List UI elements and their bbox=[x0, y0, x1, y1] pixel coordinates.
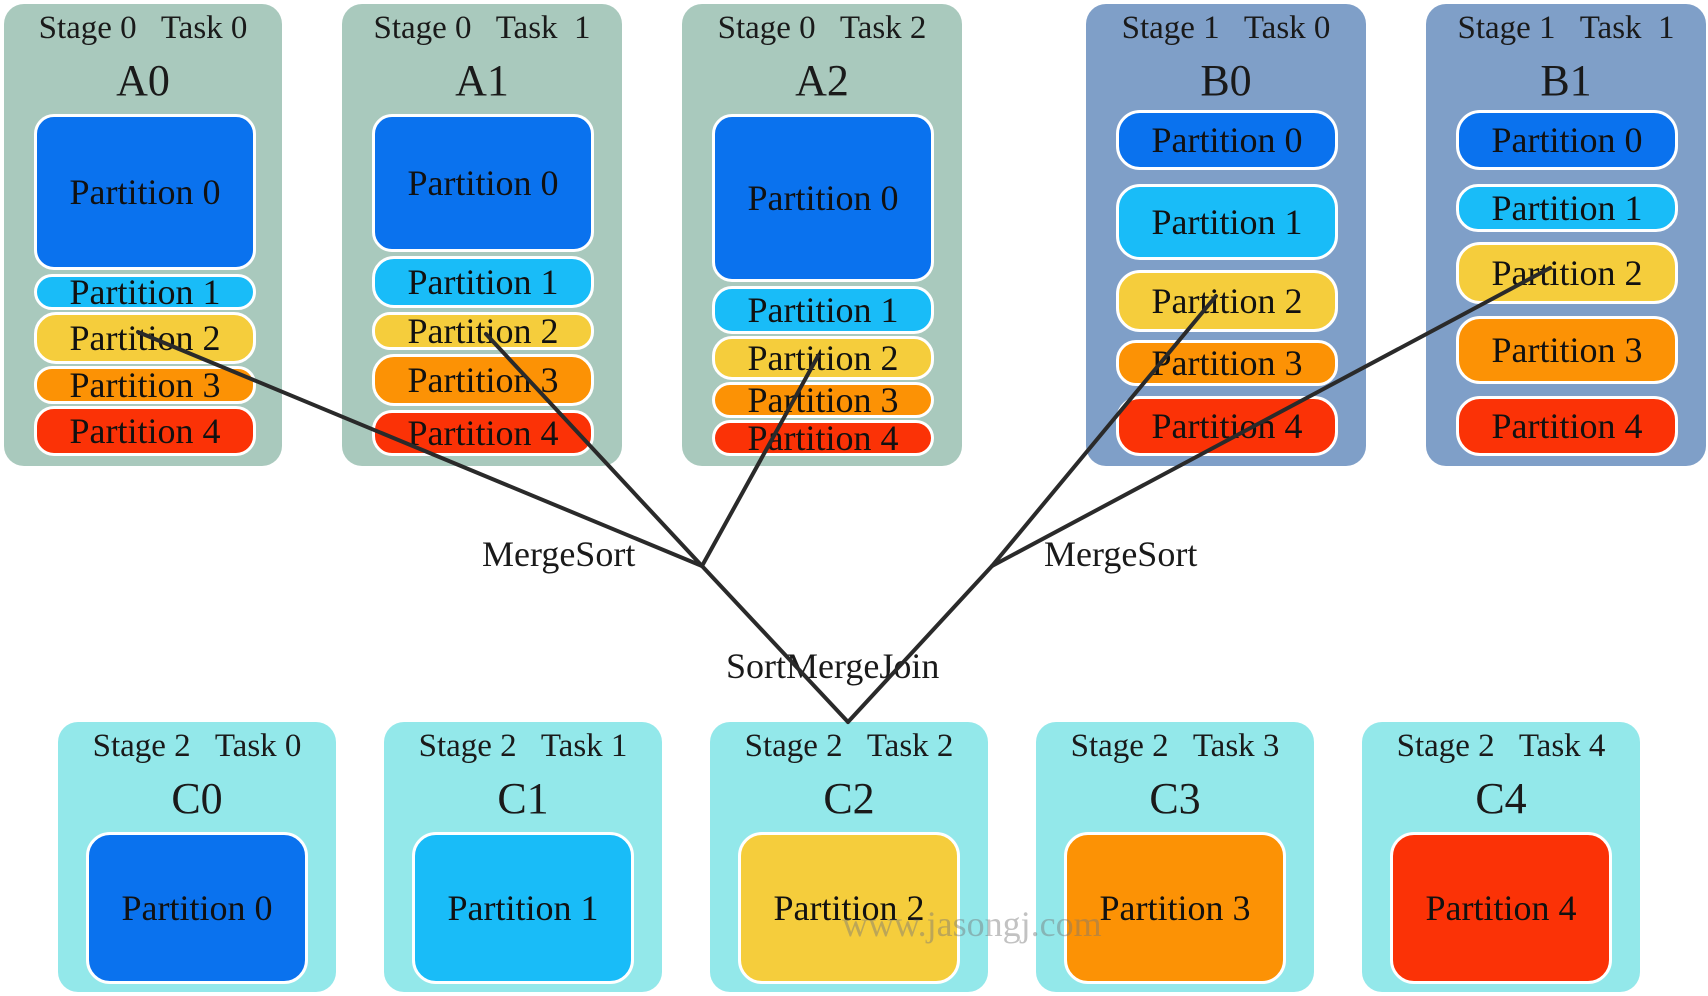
partition-1: Partition 1 bbox=[412, 832, 634, 984]
sort-merge-join-label: SortMergeJoin bbox=[726, 646, 940, 686]
task-header: Stage 0 Task 0 bbox=[38, 10, 248, 46]
task-header: Stage 1 Task 0 bbox=[1121, 10, 1331, 46]
partition-1: Partition 1 bbox=[712, 286, 934, 334]
partition-3: Partition 3 bbox=[1064, 832, 1286, 984]
task-header: Stage 0 Task 1 bbox=[373, 10, 591, 46]
partition-4: Partition 4 bbox=[712, 420, 934, 456]
task-name: C3 bbox=[1149, 774, 1201, 823]
partition-2: Partition 2 bbox=[712, 336, 934, 380]
task-name: B0 bbox=[1200, 56, 1252, 105]
partition-2: Partition 2 bbox=[1456, 242, 1678, 304]
partition-1: Partition 1 bbox=[1116, 184, 1338, 260]
task-header: Stage 2 Task 2 bbox=[744, 728, 954, 764]
task-header: Stage 2 Task 0 bbox=[92, 728, 302, 764]
task-b1: Stage 1 Task 1 B1 Partition 0 Partition … bbox=[1426, 4, 1706, 466]
partition-4: Partition 4 bbox=[1390, 832, 1612, 984]
partition-2: Partition 2 bbox=[738, 832, 960, 984]
partition-1: Partition 1 bbox=[34, 274, 256, 310]
partition-3: Partition 3 bbox=[1116, 340, 1338, 386]
partition-2: Partition 2 bbox=[372, 312, 594, 350]
partition-4: Partition 4 bbox=[34, 406, 256, 456]
task-a2: Stage 0 Task 2 A2 Partition 0 Partition … bbox=[682, 4, 962, 466]
task-name: A1 bbox=[455, 56, 509, 105]
partition-4: Partition 4 bbox=[372, 410, 594, 456]
partition-0: Partition 0 bbox=[1116, 110, 1338, 170]
task-name: B1 bbox=[1540, 56, 1592, 105]
task-c0: Stage 2 Task 0 C0 Partition 0 bbox=[58, 722, 336, 992]
partition-0: Partition 0 bbox=[1456, 110, 1678, 170]
task-name: C0 bbox=[171, 774, 223, 823]
task-c2: Stage 2 Task 2 C2 Partition 2 bbox=[710, 722, 988, 992]
partition-4: Partition 4 bbox=[1116, 396, 1338, 456]
task-name: A2 bbox=[795, 56, 849, 105]
partition-0: Partition 0 bbox=[86, 832, 308, 984]
partition-3: Partition 3 bbox=[712, 382, 934, 418]
partition-0: Partition 0 bbox=[34, 114, 256, 270]
task-b0: Stage 1 Task 0 B0 Partition 0 Partition … bbox=[1086, 4, 1366, 466]
task-header: Stage 2 Task 4 bbox=[1396, 728, 1606, 764]
partition-2: Partition 2 bbox=[1116, 270, 1338, 332]
task-c1: Stage 2 Task 1 C1 Partition 1 bbox=[384, 722, 662, 992]
task-c3: Stage 2 Task 3 C3 Partition 3 bbox=[1036, 722, 1314, 992]
partition-3: Partition 3 bbox=[1456, 316, 1678, 384]
task-a0: Stage 0 Task 0 A0 Partition 0 Partition … bbox=[4, 4, 282, 466]
edge-merge-right-to-join bbox=[846, 564, 994, 724]
task-name: C1 bbox=[497, 774, 549, 823]
task-name: C2 bbox=[823, 774, 875, 823]
partition-0: Partition 0 bbox=[372, 114, 594, 252]
partition-4: Partition 4 bbox=[1456, 396, 1678, 456]
partition-1: Partition 1 bbox=[372, 256, 594, 308]
task-name: C4 bbox=[1475, 774, 1527, 823]
task-header: Stage 2 Task 3 bbox=[1070, 728, 1280, 764]
task-header: Stage 2 Task 1 bbox=[418, 728, 628, 764]
task-a1: Stage 0 Task 1 A1 Partition 0 Partition … bbox=[342, 4, 622, 466]
partition-2: Partition 2 bbox=[34, 312, 256, 364]
task-header: Stage 0 Task 2 bbox=[717, 10, 927, 46]
task-c4: Stage 2 Task 4 C4 Partition 4 bbox=[1362, 722, 1640, 992]
partition-3: Partition 3 bbox=[34, 366, 256, 404]
edge-merge-left-to-join bbox=[700, 564, 850, 724]
watermark-text: www.jasongj.com bbox=[842, 904, 1102, 944]
partition-0: Partition 0 bbox=[712, 114, 934, 282]
task-header: Stage 1 Task 1 bbox=[1457, 10, 1675, 46]
task-name: A0 bbox=[116, 56, 170, 105]
partition-3: Partition 3 bbox=[372, 354, 594, 406]
partition-1: Partition 1 bbox=[1456, 184, 1678, 232]
merge-sort-label-right: MergeSort bbox=[1044, 534, 1198, 574]
merge-sort-label-left: MergeSort bbox=[482, 534, 636, 574]
